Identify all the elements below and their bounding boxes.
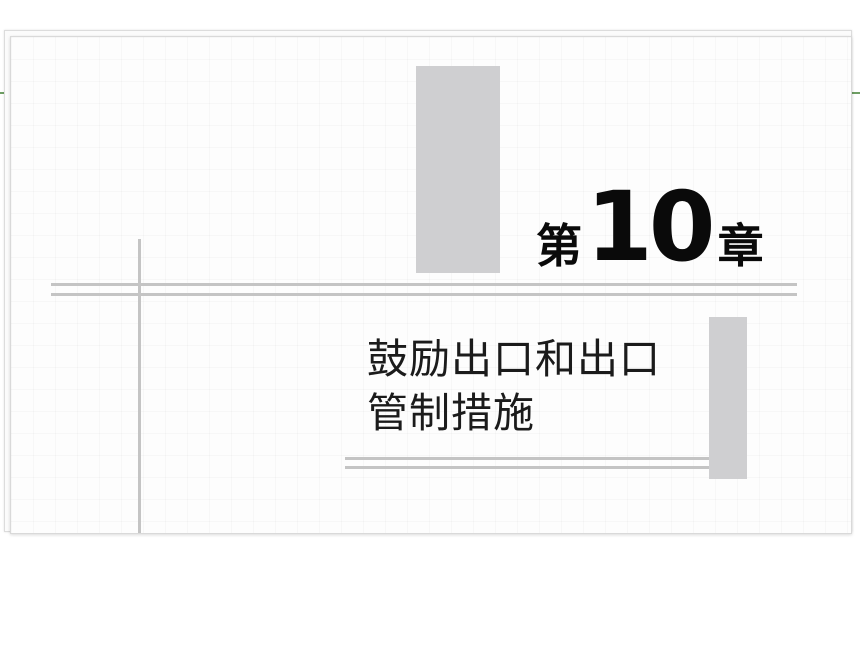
chapter-title: 鼓励出口和出口 管制措施: [367, 332, 707, 440]
decorative-horizontal-rule-lower-1: [345, 457, 709, 460]
decorative-gray-block-top: [416, 66, 500, 273]
decorative-vertical-rule: [138, 239, 141, 533]
edge-accent-line-right: [848, 92, 860, 94]
decorative-gray-block-right: [709, 317, 747, 479]
decorative-horizontal-rule-lower-2: [345, 466, 709, 469]
chapter-title-page: 第 10 章 鼓励出口和出口 管制措施: [10, 36, 852, 534]
chapter-prefix: 第: [536, 219, 582, 273]
chapter-title-line-2: 管制措施: [367, 389, 535, 437]
decorative-horizontal-rule-upper-2: [51, 293, 797, 296]
chapter-suffix: 章: [717, 219, 764, 273]
decorative-horizontal-rule-upper-1: [51, 283, 797, 286]
chapter-number: 10: [586, 171, 716, 283]
chapter-heading: 第 10 章: [536, 165, 764, 275]
chapter-title-line-1: 鼓励出口和出口: [367, 335, 661, 383]
